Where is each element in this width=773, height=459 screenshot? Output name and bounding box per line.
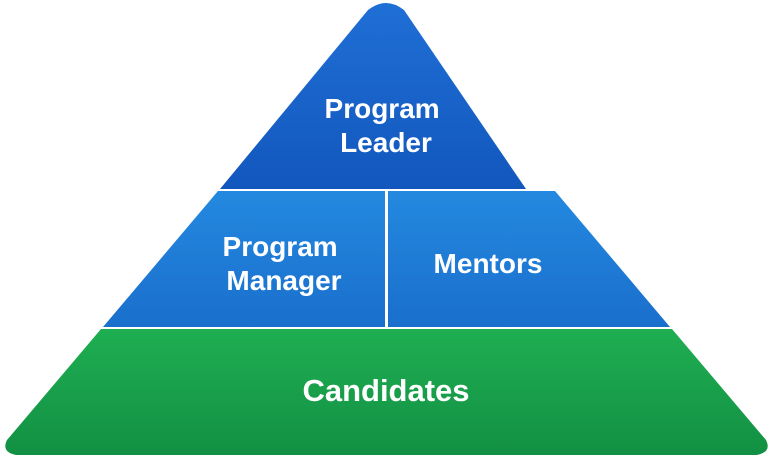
tier-middle-mentors	[388, 191, 670, 327]
label-program-manager-line-2: Manager	[226, 265, 341, 296]
tier-top-program-leader	[220, 3, 526, 189]
label-program-manager: Program Manager	[223, 231, 346, 296]
label-program-manager-line-1: Program	[223, 231, 338, 262]
tier-middle-program-manager	[103, 191, 385, 327]
label-candidates: Candidates	[302, 373, 469, 408]
label-program-leader-line-1: Program	[325, 93, 440, 124]
label-mentors: Mentors	[434, 248, 543, 279]
label-program-leader: Program Leader	[325, 93, 448, 158]
tier-bottom-candidates	[5, 329, 768, 455]
label-program-leader-line-2: Leader	[340, 127, 432, 158]
